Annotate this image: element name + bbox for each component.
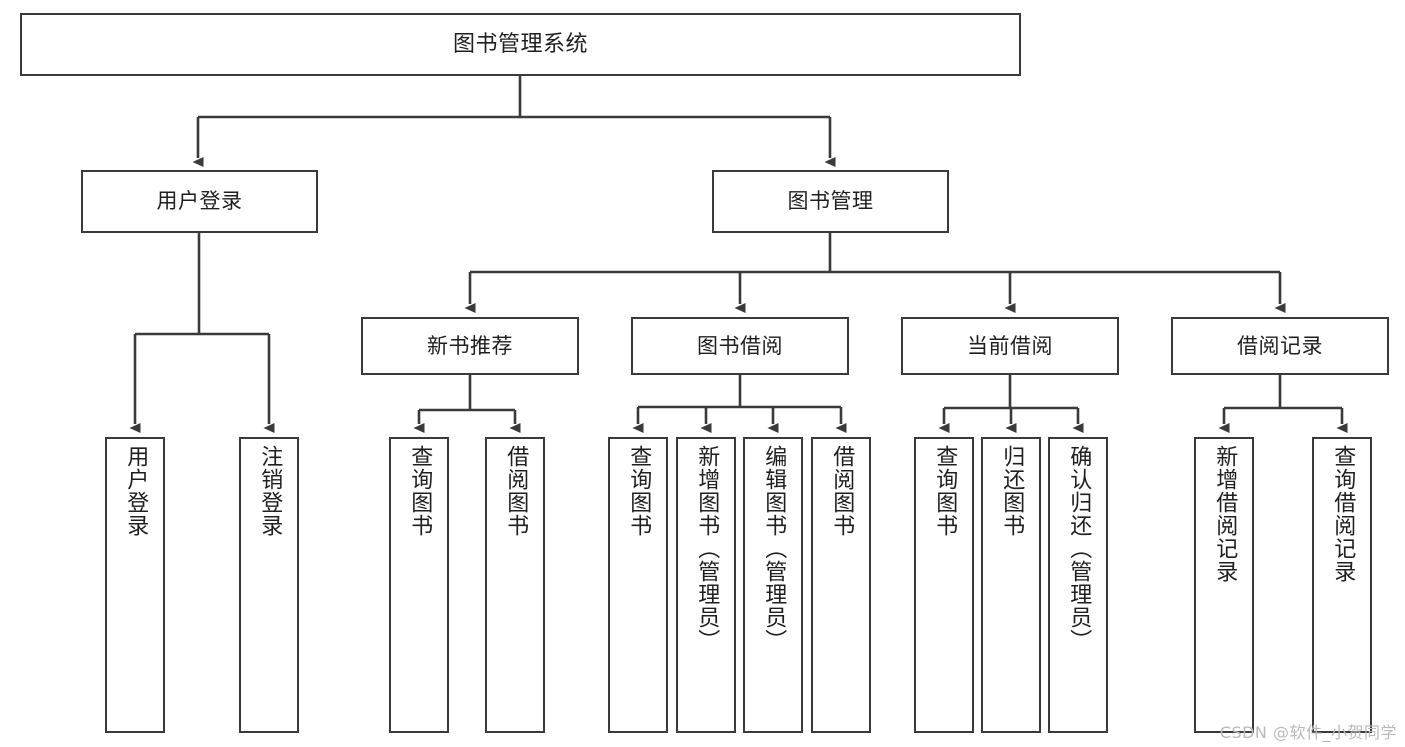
node-new-book-recommend[interactable]: 新书推荐 (361, 317, 579, 375)
node-user-login[interactable]: 用户登录 (81, 170, 318, 233)
leaf-record-add-record[interactable]: 新增借阅记录 (1194, 437, 1254, 733)
leaf-recommend-borrow-book[interactable]: 借阅图书 (485, 437, 545, 733)
leaf-record-query-record[interactable]: 查询借阅记录 (1312, 437, 1372, 733)
node-label: 注销登录 (257, 445, 283, 537)
node-label: 查询图书 (626, 445, 652, 537)
leaf-borrow-add-book[interactable]: 新增图书（管理员） (676, 437, 736, 733)
node-label: 新增借阅记录 (1212, 445, 1238, 583)
leaf-borrow-borrow-book[interactable]: 借阅图书 (811, 437, 871, 733)
node-label: 借阅记录 (1237, 333, 1323, 358)
node-label: 当前借阅 (967, 333, 1053, 358)
leaf-current-return-book[interactable]: 归还图书 (981, 437, 1041, 733)
node-root-system[interactable]: 图书管理系统 (20, 13, 1021, 76)
leaf-current-confirm-return[interactable]: 确认归还（管理员） (1048, 437, 1108, 733)
node-label: 用户登录 (123, 445, 149, 537)
node-label: 图书管理系统 (452, 31, 588, 57)
node-label: 用户登录 (156, 189, 243, 214)
node-label: 编辑图书（管理员） (761, 445, 787, 652)
node-label: 借阅图书 (829, 445, 855, 537)
leaf-recommend-query-book[interactable]: 查询图书 (389, 437, 449, 733)
node-label: 图书管理 (787, 189, 874, 214)
node-label: 图书借阅 (697, 333, 783, 358)
node-book-management[interactable]: 图书管理 (712, 170, 949, 233)
leaf-borrow-query-book[interactable]: 查询图书 (608, 437, 668, 733)
node-book-borrow[interactable]: 图书借阅 (631, 317, 849, 375)
node-label: 查询借阅记录 (1330, 445, 1356, 583)
node-label: 查询图书 (932, 445, 958, 537)
node-label: 新书推荐 (427, 333, 513, 358)
node-label: 新增图书（管理员） (694, 445, 720, 652)
node-borrow-record[interactable]: 借阅记录 (1171, 317, 1389, 375)
node-label: 借阅图书 (503, 445, 529, 537)
leaf-user-login[interactable]: 用户登录 (105, 437, 165, 733)
leaf-user-logout[interactable]: 注销登录 (239, 437, 299, 733)
leaf-borrow-edit-book[interactable]: 编辑图书（管理员） (743, 437, 803, 733)
node-label: 查询图书 (407, 445, 433, 537)
node-label: 确认归还（管理员） (1066, 445, 1092, 652)
leaf-current-query-book[interactable]: 查询图书 (914, 437, 974, 733)
csdn-watermark: CSDN @软件_小贺同学 (1219, 723, 1397, 742)
node-label: 归还图书 (999, 445, 1025, 537)
node-current-borrow[interactable]: 当前借阅 (901, 317, 1119, 375)
